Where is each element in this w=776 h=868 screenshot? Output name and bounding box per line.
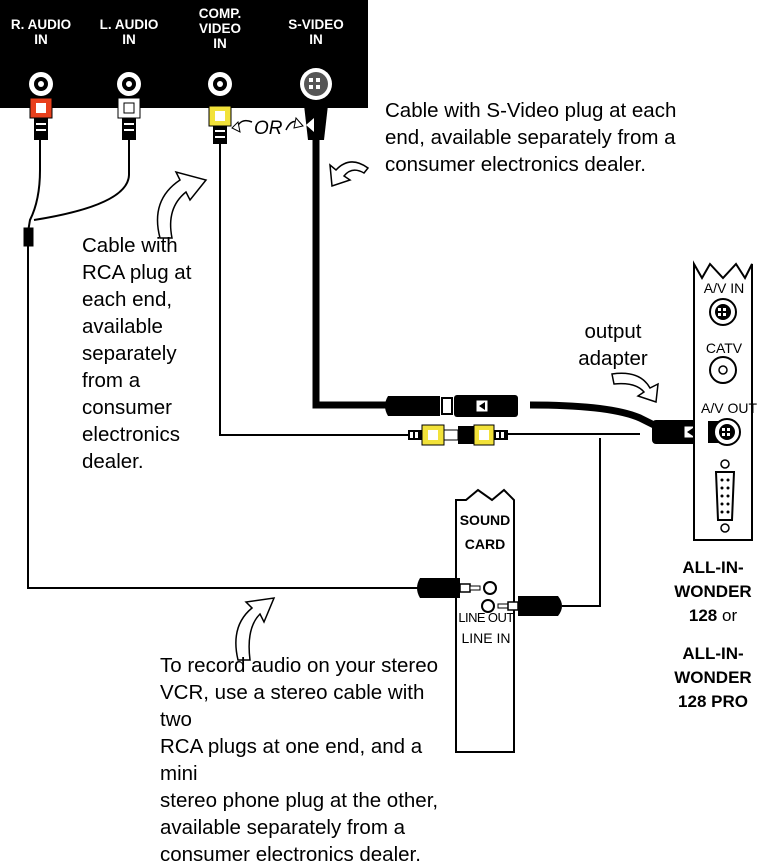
callout-arrow-rca: [156, 170, 208, 239]
rca-cable-plugs: [408, 424, 508, 446]
product-1-line-1: ALL-IN-: [682, 558, 744, 577]
r-audio-label: R. AUDIO IN: [0, 17, 82, 47]
s-video-cable-plugs: [385, 395, 518, 417]
l-audio-label-line-2: IN: [122, 32, 136, 47]
r-audio-label-line-2: IN: [34, 32, 48, 47]
product-2-line-2: WONDER: [674, 668, 752, 687]
catv-port: [709, 356, 737, 384]
s-video-caption-line-3: consumer electronics dealer.: [385, 153, 646, 176]
callout-arrow-svideo: [329, 161, 370, 188]
comp-video-label: COMP. VIDEO IN: [180, 6, 260, 51]
r-audio-label-line-1: R. AUDIO: [10, 17, 72, 32]
product-names: ALL-IN- WONDER 128 or ALL-IN- WONDER 128…: [650, 556, 776, 714]
line-in-plug: [481, 596, 562, 616]
av-out-label: A/V OUT: [700, 400, 757, 416]
rca-caption-line-3: each end,: [82, 288, 173, 311]
av-in-port: [709, 298, 737, 326]
rca-video-cable: [219, 140, 640, 436]
catv-label: CATV: [705, 340, 743, 356]
line-out-plug: [417, 578, 497, 598]
callout-arrow-stereo: [235, 597, 276, 661]
rca-caption-line-2: RCA plug at: [82, 261, 192, 284]
or-arrowhead-right: [293, 116, 304, 129]
line-in-label: LINE IN: [461, 630, 511, 646]
r-audio-jack: [29, 72, 53, 96]
diagram-canvas: [0, 0, 753, 753]
comp-video-label-line-3: IN: [213, 36, 227, 51]
rca-cable-caption: Cable with RCA plug at each end, availab…: [82, 232, 212, 475]
stereo-cable-caption: To record audio on your stereo VCR, use …: [160, 652, 460, 868]
rca-caption-line-4: available: [82, 315, 163, 338]
comp-video-label-line-2: VIDEO: [198, 21, 241, 36]
aiw-card: [693, 260, 753, 541]
s-video-cable: [312, 140, 662, 432]
output-adapter-line-1: output: [584, 320, 642, 343]
stereo-caption-line-1: To record audio on your stereo: [160, 654, 439, 677]
stereo-caption-line-6: consumer electronics dealer.: [160, 843, 421, 866]
rca-caption-line-9: dealer.: [82, 450, 144, 473]
stereo-caption-line-4: stereo phone plug at the other,: [160, 789, 439, 812]
rca-caption-line-1: Cable with: [82, 234, 178, 257]
or-label: OR: [254, 118, 283, 139]
av-out-port: [708, 418, 741, 446]
line-in-cable: [562, 438, 601, 607]
callout-arrow-output-adapter: [611, 372, 659, 404]
comp-video-jack: [208, 72, 232, 96]
rca-caption-line-6: from a: [82, 369, 141, 392]
l-audio-label-line-1: L. AUDIO: [99, 17, 159, 32]
or-arrowhead-left: [231, 120, 241, 133]
stereo-caption-line-3: RCA plugs at one end, and a mini: [160, 735, 423, 785]
stereo-caption-line-2: VCR, use a stereo cable with two: [160, 681, 425, 731]
yellow-rca-plug: [208, 105, 232, 144]
comp-video-label-line-1: COMP.: [198, 6, 242, 21]
stereo-audio-cable: [23, 140, 420, 589]
stereo-caption-line-5: available separately from a: [160, 816, 405, 839]
vga-port: [714, 459, 736, 533]
s-video-caption-line-2: end, available separately from a: [385, 126, 676, 149]
product-2-line-1: ALL-IN-: [682, 644, 744, 663]
white-rca-plug: [117, 97, 141, 140]
s-video-label-line-2: IN: [309, 32, 323, 47]
sound-card-title-line-2: CARD: [464, 536, 506, 552]
output-adapter-caption: output adapter: [558, 318, 668, 372]
s-video-caption-line-1: Cable with S-Video plug at each: [385, 99, 677, 122]
rca-caption-line-5: separately: [82, 342, 177, 365]
s-video-label-line-1: S-VIDEO: [288, 17, 344, 32]
product-connector: or: [721, 606, 738, 625]
rca-caption-line-8: electronics: [82, 423, 180, 446]
product-1-model: 128: [688, 606, 718, 625]
s-video-label: S-VIDEO IN: [276, 17, 356, 47]
product-2-line-3: 128 PRO: [678, 692, 748, 711]
output-adapter-line-2: adapter: [578, 347, 648, 370]
sound-card-title: SOUND CARD: [456, 508, 514, 556]
s-video-plug: [304, 105, 328, 140]
av-in-label: A/V IN: [703, 280, 745, 296]
red-rca-plug: [29, 97, 53, 140]
product-1-line-3: 128 or: [650, 604, 776, 628]
rca-caption-line-7: consumer: [82, 396, 173, 419]
sound-card-title-line-1: SOUND: [459, 512, 511, 528]
l-audio-jack: [117, 72, 141, 96]
product-1-line-2: WONDER: [674, 582, 752, 601]
line-out-label: LINE OUT: [458, 610, 514, 625]
sound-card: [455, 488, 515, 753]
l-audio-label: L. AUDIO IN: [88, 17, 170, 47]
s-video-jack: [300, 68, 332, 100]
product-spacer: [650, 628, 776, 642]
s-video-cable-caption: Cable with S-Video plug at each end, ava…: [385, 97, 765, 178]
